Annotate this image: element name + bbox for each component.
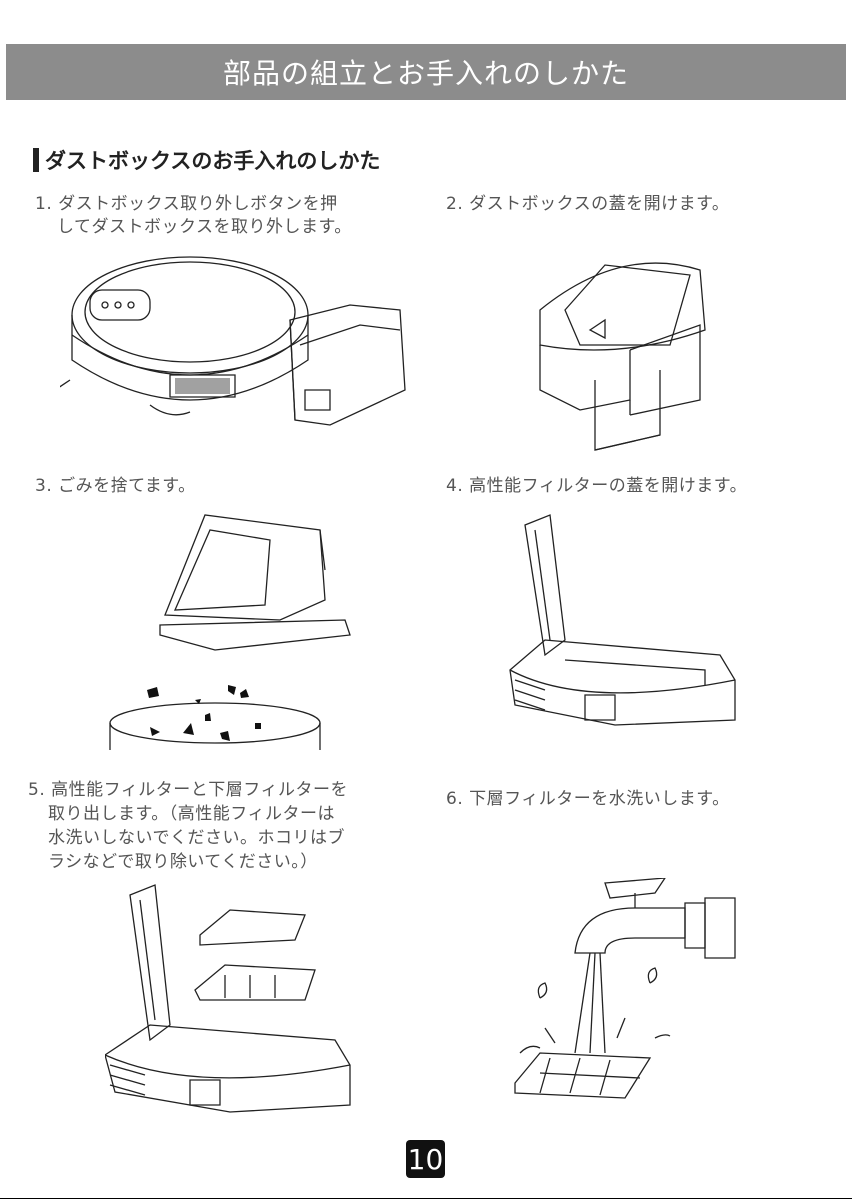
- step-4-text: 4. 高性能フィルターの蓋を開けます。: [446, 475, 747, 498]
- step-2-text: 2. ダストボックスの蓋を開けます。: [446, 193, 729, 216]
- dustbox-lid-open-illustration: [520, 250, 720, 465]
- section-heading: ダストボックスのお手入れのしかた: [33, 145, 380, 175]
- step-5-line-1: 5. 高性能フィルターと下層フィルターを: [28, 778, 348, 802]
- filter-lid-open-illustration: [505, 510, 745, 735]
- page-number-badge: 10: [406, 1140, 445, 1178]
- step-3-text: 3. ごみを捨てます。: [35, 475, 196, 498]
- step-6-text: 6. 下層フィルターを水洗いします。: [446, 788, 730, 811]
- page-title: 部品の組立とお手入れのしかた: [223, 52, 629, 92]
- robot-dustbox-removed-illustration: [60, 250, 420, 440]
- step-5-line-3: 水洗いしないでください。ホコリはブ: [28, 826, 348, 850]
- filters-removed-illustration: [105, 880, 355, 1125]
- step-5-line-2: 取り出します。（高性能フィルターは: [28, 802, 348, 826]
- step-2-line-1: 2. ダストボックスの蓋を開けます。: [446, 193, 729, 216]
- step-6-line-1: 6. 下層フィルターを水洗いします。: [446, 788, 730, 811]
- wash-filter-faucet-illustration: [505, 878, 745, 1108]
- step-5-text: 5. 高性能フィルターと下層フィルターを 取り出します。（高性能フィルターは 水…: [28, 778, 348, 874]
- page-title-banner: 部品の組立とお手入れのしかた: [6, 44, 846, 100]
- section-marker: [33, 148, 39, 172]
- bottom-rule: [0, 1198, 852, 1199]
- section-title: ダストボックスのお手入れのしかた: [45, 145, 380, 175]
- step-5-line-4: ラシなどで取り除いてください。）: [28, 850, 348, 874]
- step-1-line-2: してダストボックスを取り外します。: [35, 216, 352, 239]
- page-number: 10: [408, 1143, 444, 1176]
- step-1-text: 1. ダストボックス取り外しボタンを押 してダストボックスを取り外します。: [35, 193, 352, 239]
- step-4-line-1: 4. 高性能フィルターの蓋を開けます。: [446, 475, 747, 498]
- empty-trash-illustration: [105, 505, 355, 755]
- step-1-line-1: 1. ダストボックス取り外しボタンを押: [35, 193, 352, 216]
- step-3-line-1: 3. ごみを捨てます。: [35, 475, 196, 498]
